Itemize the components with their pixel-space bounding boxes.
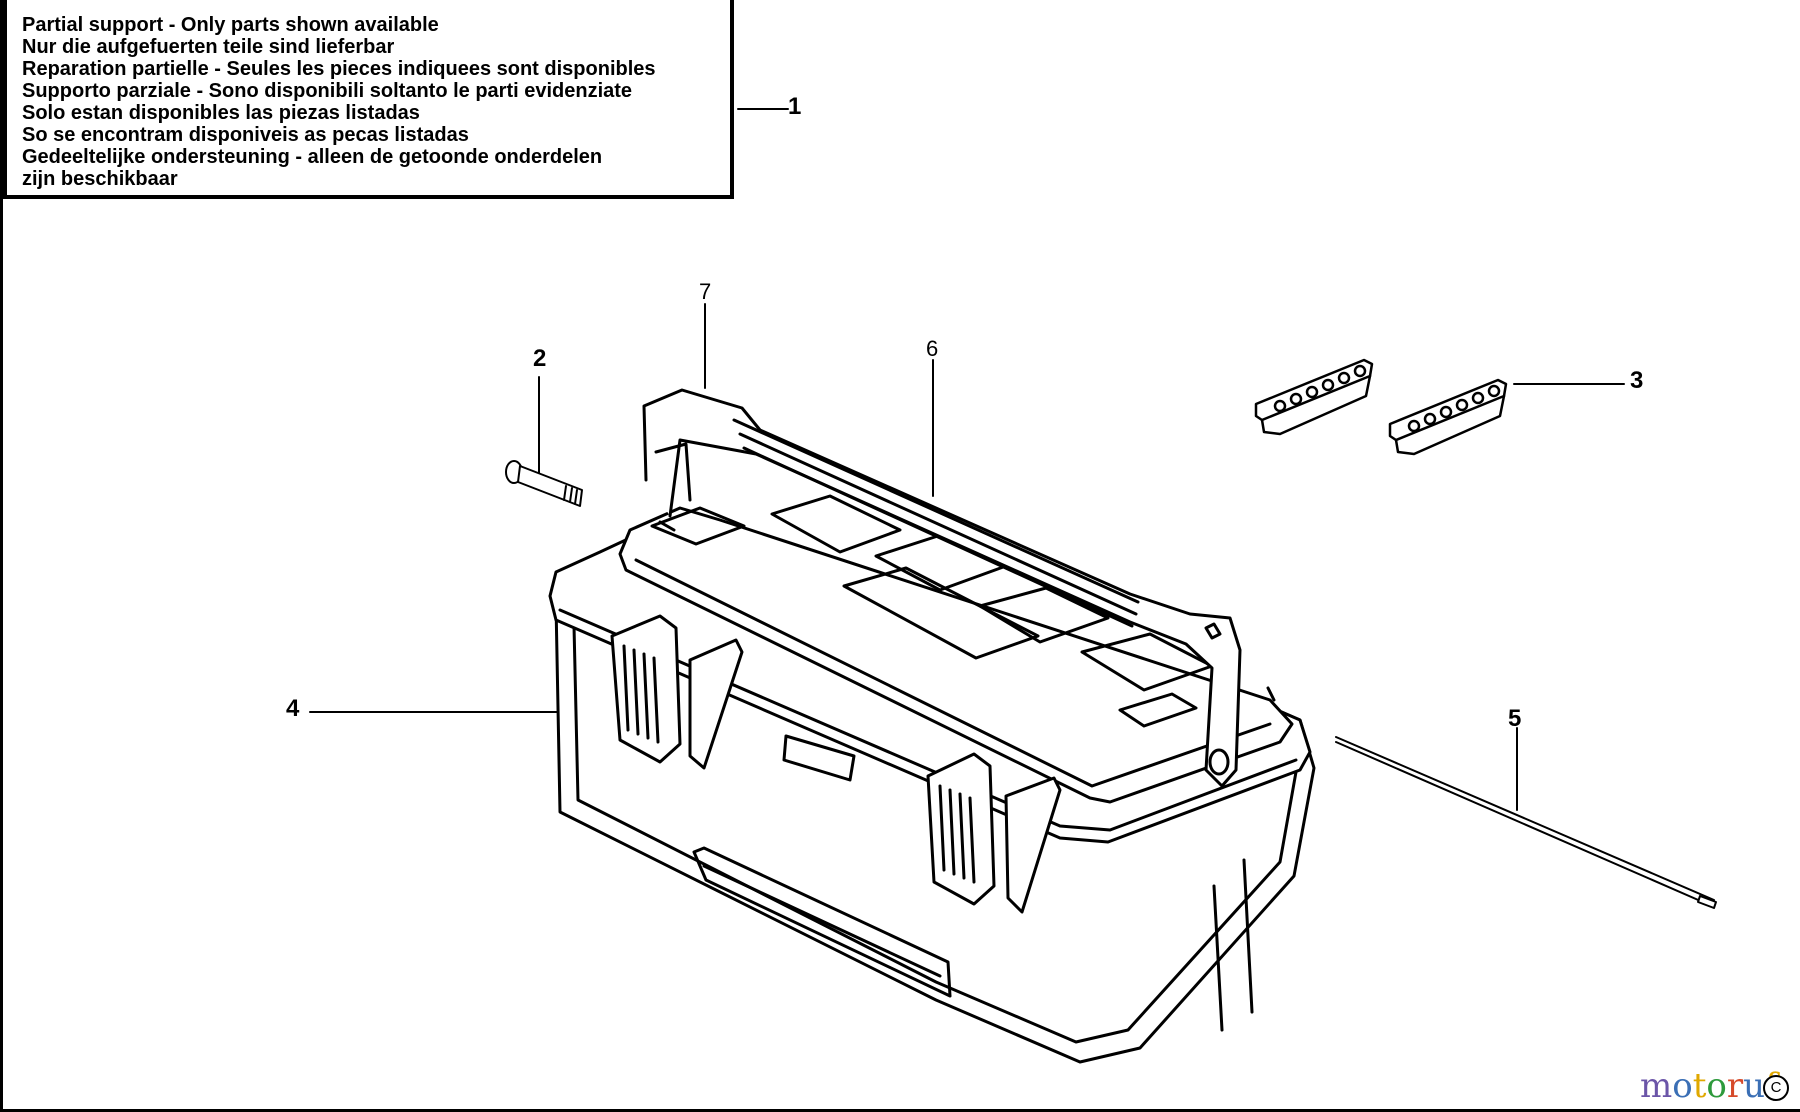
part-4-latches xyxy=(610,614,1062,914)
watermark-letter: r xyxy=(1726,1066,1744,1106)
frame-border-left xyxy=(0,0,3,1112)
organizer-insert-right xyxy=(1388,378,1508,456)
watermark-letter: o xyxy=(1672,1066,1693,1106)
notice-line-es: Solo estan disponibles las piezas listad… xyxy=(22,102,420,124)
organizer-insert-left xyxy=(1254,358,1374,436)
watermark-letter: o xyxy=(1706,1066,1727,1106)
copyright-symbol: C xyxy=(1763,1075,1789,1101)
callout-6: 6 xyxy=(926,336,939,361)
watermark-letter: m xyxy=(1640,1066,1673,1106)
part-3-organizer-inserts xyxy=(1254,358,1508,456)
part-2-hinge-pin xyxy=(505,460,583,507)
frame-border-bottom xyxy=(0,1109,1800,1112)
callout-3: 3 xyxy=(1630,367,1644,394)
motoruf-watermark: motoruf xyxy=(1640,1068,1778,1104)
latch-right xyxy=(926,752,1062,914)
notice-line-fr: Reparation partielle - Seules les pieces… xyxy=(22,58,656,80)
notice-line-nl-2: zijn beschikbaar xyxy=(22,168,178,190)
notice-line-de: Nur die aufgefuerten teile sind lieferba… xyxy=(22,36,395,58)
callout-1: 1 xyxy=(788,93,802,120)
notice-line-it: Supporto parziale - Sono disponibili sol… xyxy=(22,80,633,102)
watermark-letter: t xyxy=(1692,1066,1707,1106)
notice-line-nl-1: Gedeeltelijke ondersteuning - alleen de … xyxy=(22,146,603,168)
notice-lines: Partial support - Only parts shown avail… xyxy=(22,14,656,190)
part-5-hinge-rod xyxy=(1335,736,1717,909)
callout-5: 5 xyxy=(1508,705,1522,732)
watermark-letter: u xyxy=(1743,1066,1766,1106)
partial-support-notice: Partial support - Only parts shown avail… xyxy=(3,0,734,199)
notice-line-pt: So se encontram disponiveis as pecas lis… xyxy=(22,124,469,146)
front-catch xyxy=(782,734,856,782)
callout-2: 2 xyxy=(533,345,547,372)
toolbox-handle xyxy=(642,388,1242,788)
callout-7: 7 xyxy=(699,279,712,304)
latch-left xyxy=(610,614,744,770)
callout-4: 4 xyxy=(286,695,300,722)
notice-line-en: Partial support - Only parts shown avail… xyxy=(22,14,439,36)
